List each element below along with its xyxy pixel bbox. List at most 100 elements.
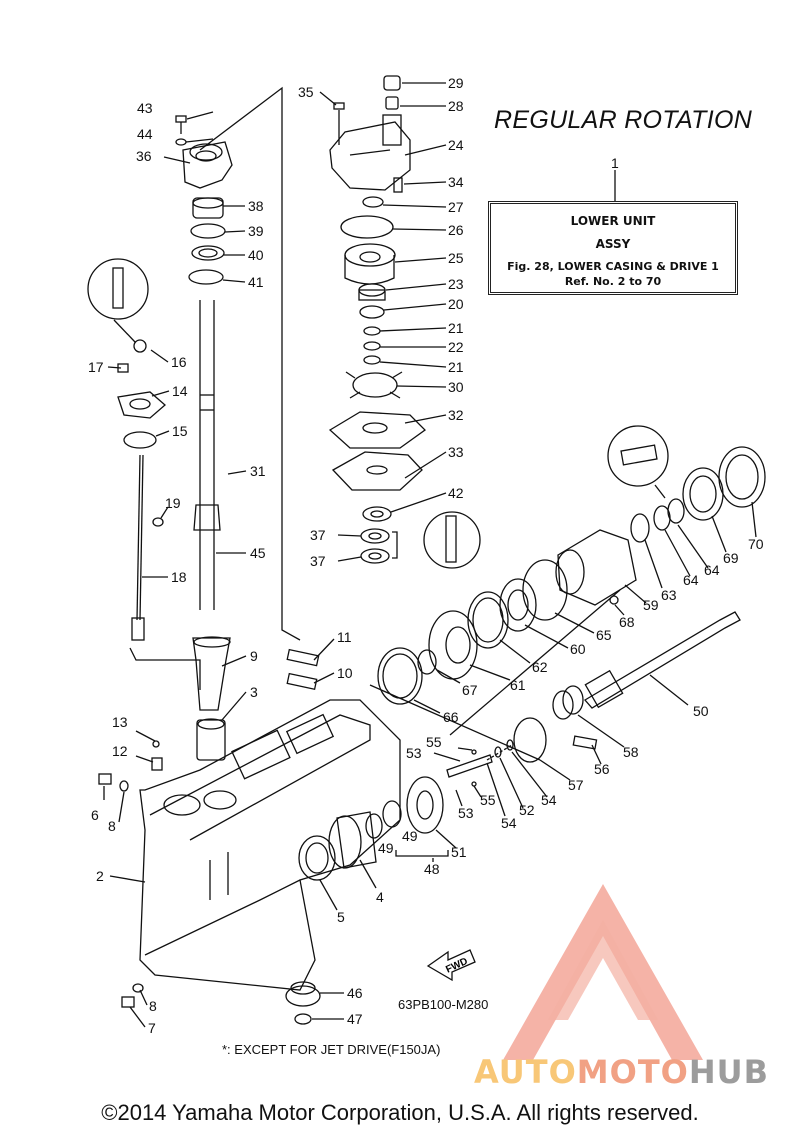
part-38-bearing <box>192 197 224 219</box>
label-50: 50 <box>693 703 709 719</box>
part-44-washer <box>175 138 187 146</box>
part-18-shift-rod <box>131 454 145 641</box>
label-25: 25 <box>448 250 464 266</box>
part-2-lower-casing <box>139 699 401 991</box>
label-30: 30 <box>448 379 464 395</box>
label-67: 67 <box>462 682 478 698</box>
part-59-bearing-housing <box>555 529 637 606</box>
label-12: 12 <box>112 743 128 759</box>
label-33: 33 <box>448 444 464 460</box>
part-49b-bearing <box>382 800 402 828</box>
part-42-seal <box>362 506 392 522</box>
label-3: 3 <box>250 684 258 700</box>
label-53b: 53 <box>458 805 474 821</box>
label-26: 26 <box>448 222 464 238</box>
part-30-impeller <box>345 371 403 399</box>
part-25-insert-cartridge <box>344 243 396 285</box>
part-36-housing <box>182 141 233 189</box>
label-52: 52 <box>519 802 535 818</box>
footnote: *: EXCEPT FOR JET DRIVE(F150JA) <box>222 1042 441 1057</box>
part-34-dowel <box>393 177 403 193</box>
watermark-part2: MOTO <box>576 1053 689 1091</box>
seal-detail-circle-2 <box>607 425 669 487</box>
part-19-clip <box>152 517 164 527</box>
label-64b: 64 <box>704 562 720 578</box>
part-4-bearing <box>328 811 377 869</box>
label-61: 61 <box>510 677 526 693</box>
part-65-oring <box>522 559 568 621</box>
label-59: 59 <box>643 597 659 613</box>
label-10: 10 <box>337 665 353 681</box>
part-8b-gasket <box>132 983 144 993</box>
part-64b-seal <box>667 498 685 524</box>
part-11-shim <box>286 648 320 667</box>
label-2: 2 <box>96 868 104 884</box>
part-49a-bearing <box>365 813 383 839</box>
label-17: 17 <box>88 359 104 375</box>
label-38: 38 <box>248 198 264 214</box>
label-47: 47 <box>347 1011 363 1027</box>
label-31: 31 <box>250 463 266 479</box>
watermark-triangle <box>503 884 703 1060</box>
part-67-washer <box>417 649 437 675</box>
label-35: 35 <box>298 84 314 100</box>
label-8b: 8 <box>149 998 157 1014</box>
label-11: 11 <box>337 629 352 645</box>
part-27-oring <box>362 196 384 208</box>
info-box-ref: Ref. No. 2 to 70 <box>564 275 662 288</box>
part-46-pinion <box>285 981 321 1007</box>
part-24-water-pump-housing <box>329 114 411 191</box>
info-box-name: LOWER UNIT <box>570 214 656 228</box>
label-27: 27 <box>448 199 464 215</box>
shift-detail-circle <box>87 258 149 320</box>
part-56-pin <box>572 735 598 750</box>
label-16: 16 <box>171 354 187 370</box>
label-58: 58 <box>623 744 639 760</box>
watermark-logo-text: AUTOMOTOHUB <box>474 1053 769 1091</box>
label-37b: 37 <box>310 553 326 569</box>
label-57: 57 <box>568 777 584 793</box>
part-5-shim <box>298 835 336 881</box>
label-53a: 53 <box>406 745 422 761</box>
label-28: 28 <box>448 98 464 114</box>
part-32-plate <box>328 411 427 449</box>
seal-detail-circle <box>423 511 481 569</box>
label-40: 40 <box>248 247 264 263</box>
part-6-bolt <box>98 773 112 785</box>
label-24: 24 <box>448 137 464 153</box>
part-41-oring <box>188 269 224 285</box>
label-49a: 49 <box>378 840 394 856</box>
part-9-sleeve <box>192 636 231 711</box>
label-68: 68 <box>619 614 635 630</box>
part-47-nut <box>294 1013 312 1025</box>
label-56: 56 <box>594 761 610 777</box>
part-60-bearing <box>499 578 537 632</box>
label-37a: 37 <box>310 527 326 543</box>
label-70: 70 <box>748 536 764 552</box>
info-box-type: ASSY <box>595 237 631 251</box>
part-22-washer <box>363 341 381 351</box>
part-50-propeller-shaft <box>583 611 741 709</box>
label-18: 18 <box>171 569 187 585</box>
part-43-bolt <box>175 115 187 134</box>
part-40-seal <box>191 245 225 261</box>
label-51: 51 <box>451 844 467 860</box>
label-6: 6 <box>91 807 99 823</box>
part-10-shim <box>286 672 318 690</box>
label-5: 5 <box>337 909 345 925</box>
watermark-part1: AUTO <box>474 1053 577 1091</box>
part-12-screw <box>151 757 163 771</box>
label-22: 22 <box>448 339 464 355</box>
part-69-washer <box>682 467 724 521</box>
part-61-reverse-gear <box>428 610 478 680</box>
part-51-gear <box>406 776 444 834</box>
label-62: 62 <box>532 659 548 675</box>
label-44: 44 <box>137 126 153 142</box>
label-45: 45 <box>250 545 266 561</box>
label-21b: 21 <box>448 359 464 375</box>
label-21a: 21 <box>448 320 464 336</box>
fwd-arrow <box>426 949 476 982</box>
part-labels: 43 44 36 38 39 40 41 16 17 14 15 19 18 3… <box>88 75 764 1036</box>
part-53-pin <box>446 754 493 778</box>
